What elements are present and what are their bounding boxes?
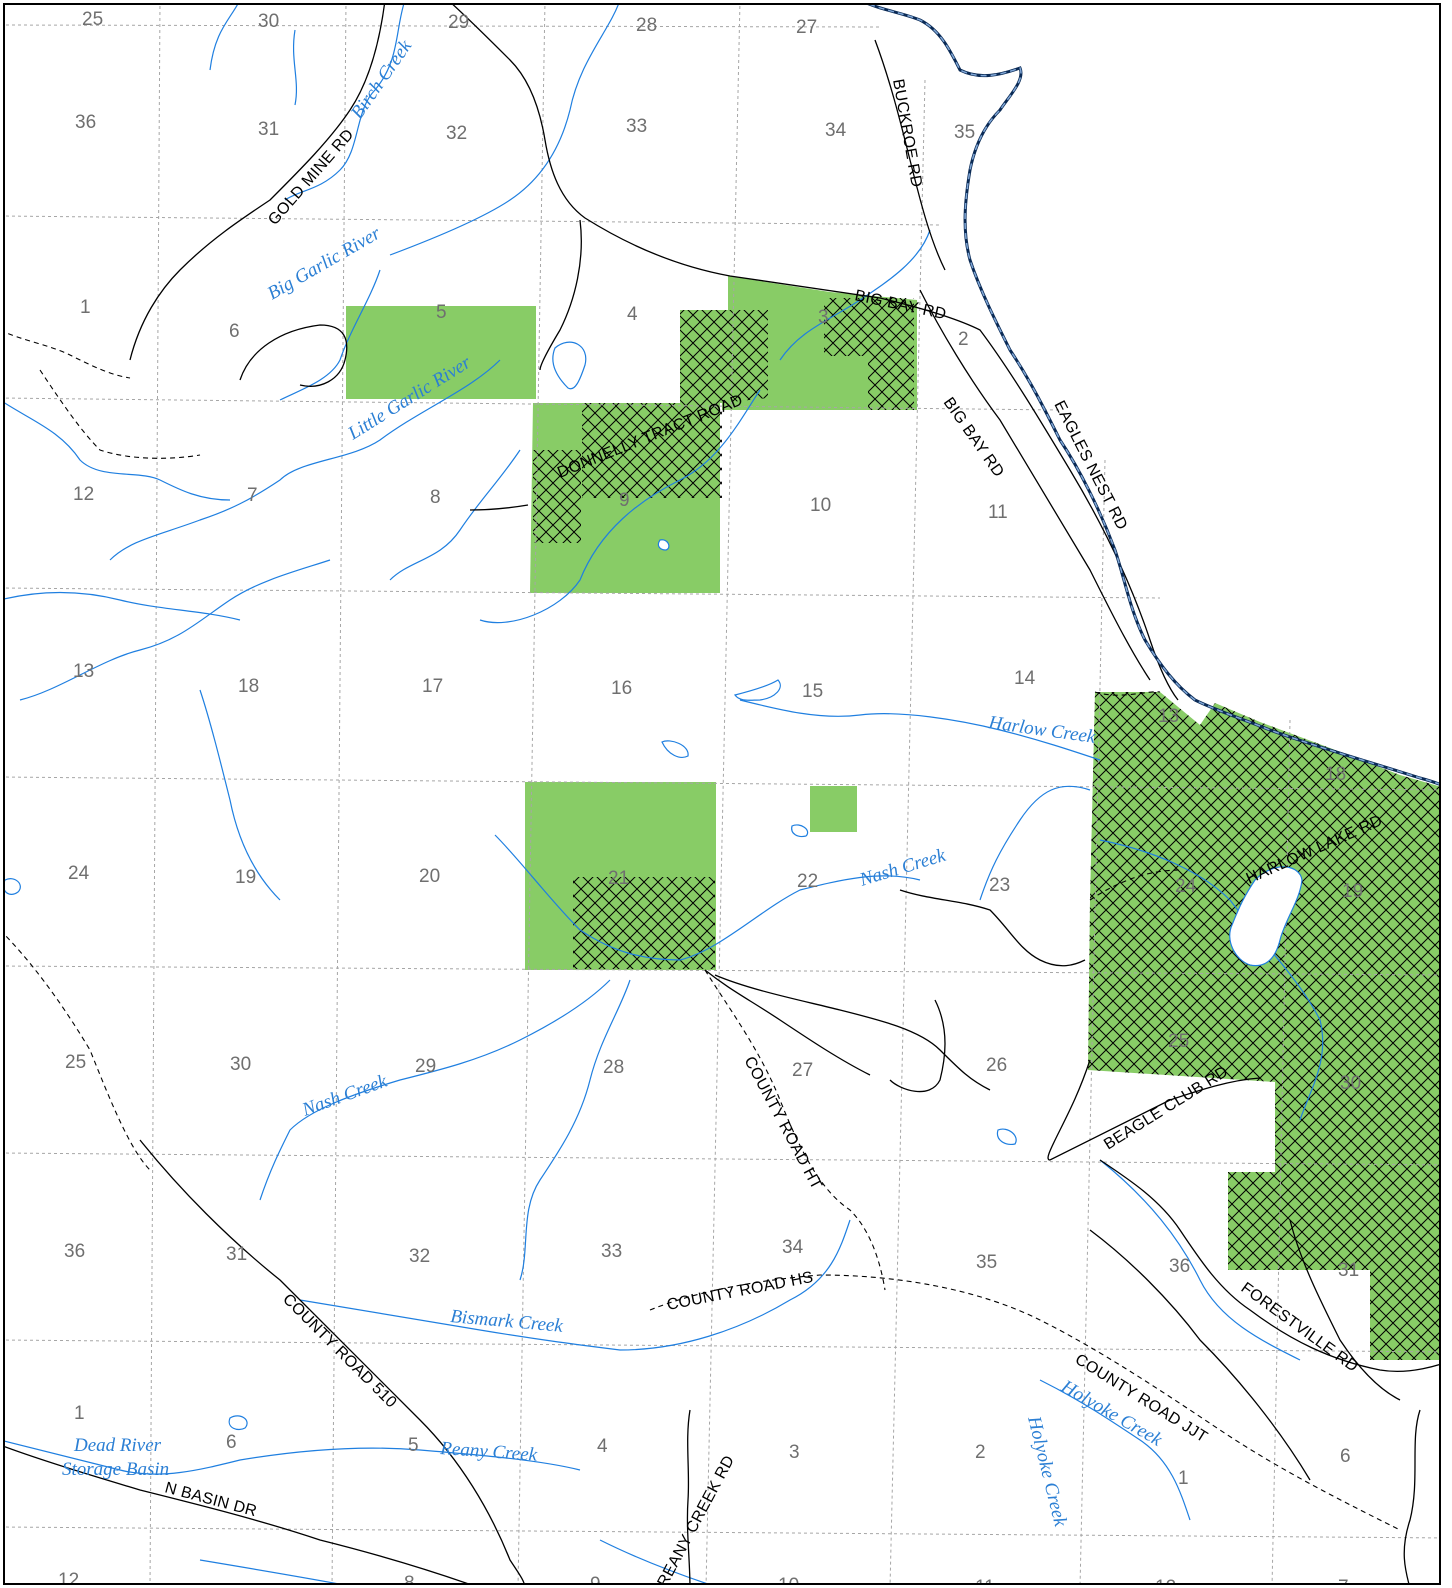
section-label: 31 [1338,1260,1359,1281]
section-label: 12 [58,1570,79,1588]
section-label: 16 [611,678,632,699]
section-label: 12 [73,484,94,505]
section-label: 18 [238,676,259,697]
section-label: 25 [65,1052,86,1073]
road-label-county-510: COUNTY ROAD 510 [279,1291,400,1412]
section-label: 36 [75,112,96,133]
section-label: 11 [975,1577,995,1588]
section-label: 23 [989,875,1010,896]
road-label-beagle-club: BEAGLE CLUB RD [1101,1063,1231,1153]
section-label: 2 [975,1442,986,1463]
section-label: 5 [408,1435,419,1456]
section-label: 31 [258,119,279,140]
section-label: 24 [1175,876,1197,897]
section-label: 19 [1342,881,1363,902]
section-label: 30 [258,11,279,32]
section-label: 14 [1014,668,1036,689]
section-label: 7 [1338,1577,1349,1588]
section-label: 9 [590,1574,601,1588]
section-label: 33 [601,1241,622,1262]
water-label-nash-creek-2: Nash Creek [299,1071,391,1122]
section-label: 25 [1168,1031,1189,1052]
section-label: 26 [986,1055,1007,1076]
section-label: 8 [404,1573,415,1588]
road-label-forestville: FORESTVILLE RD [1238,1279,1361,1375]
section-label: 9 [619,490,630,511]
section-label: 18 [1325,764,1346,785]
road-label-reany-creek: REANY CREEK RD [655,1453,739,1588]
parcel-sec22-small[interactable] [810,786,857,832]
section-labels: 25 30 29 28 27 36 31 32 33 34 35 1 6 5 4… [58,9,1363,1588]
section-label: 35 [976,1252,997,1273]
section-label: 34 [825,120,847,141]
water-label-reany-creek: Reany Creek [439,1438,539,1466]
section-label: 27 [796,17,817,38]
section-label: 22 [797,871,818,892]
harlow-lake [1229,866,1303,967]
section-label: 32 [409,1246,430,1267]
road-label-buckroe: BUCKROE RD [889,78,925,189]
road-label-big-bay-2: BIG BAY RD [940,395,1007,481]
water-label-storage-basin: Storage Basin [62,1459,169,1480]
section-label: 4 [627,304,638,325]
section-label: 1 [74,1403,85,1424]
section-label: 4 [597,1436,608,1457]
section-label: 12 [1155,1577,1176,1588]
section-label: 15 [802,681,823,702]
section-label: 13 [73,661,94,682]
section-label: 30 [1340,1073,1361,1094]
road-label-gold-mine: GOLD MINE RD [265,126,357,228]
section-label: 21 [608,868,629,889]
section-label: 3 [818,307,829,328]
water-label-bismark-creek: Bismark Creek [450,1306,565,1337]
section-label: 27 [792,1060,813,1081]
lake-superior [872,5,1439,783]
section-label: 36 [1169,1256,1190,1277]
water-label-holyoke-creek-2: Holyoke Creek [1023,1413,1071,1529]
section-label: 32 [446,123,467,144]
section-label: 19 [235,867,256,888]
section-label: 10 [778,1575,799,1588]
section-label: 31 [226,1244,247,1265]
section-label: 20 [419,866,440,887]
section-label: 8 [430,487,441,508]
section-label: 13 [1158,706,1179,727]
section-label: 10 [810,495,831,516]
section-label: 28 [636,15,657,36]
water-label-dead-river: Dead River [73,1435,162,1456]
water-label-harlow-creek: Harlow Creek [986,712,1097,748]
section-label: 29 [448,12,469,33]
ponds [5,341,1303,1431]
section-label: 25 [82,9,103,30]
water-label-big-garlic: Big Garlic River [264,223,385,305]
section-label: 3 [789,1442,800,1463]
section-label: 1 [80,297,91,318]
section-label: 34 [782,1237,804,1258]
section-label: 30 [230,1054,251,1075]
section-label: 35 [954,122,975,143]
section-label: 11 [988,502,1008,523]
water-label-nash-creek-1: Nash Creek [856,845,948,891]
section-label: 24 [68,863,90,884]
section-label: 17 [422,676,443,697]
section-label: 2 [958,329,969,350]
water-label-birch-creek: Birch Creek [347,36,417,123]
section-label: 28 [603,1057,624,1078]
section-label: 33 [626,116,647,137]
hatched-overlays [533,298,1439,1360]
section-label: 6 [1340,1446,1351,1467]
section-label: 5 [436,302,447,323]
road-label-county-hs: COUNTY ROAD HS [666,1269,815,1314]
parcel-sec5[interactable] [346,306,536,399]
section-label: 6 [226,1432,237,1453]
trails [5,331,1401,1531]
section-label: 1 [1178,1468,1189,1489]
section-label: 29 [415,1056,436,1077]
section-label: 7 [247,485,258,506]
section-label: 6 [229,321,240,342]
section-label: 36 [64,1241,85,1262]
